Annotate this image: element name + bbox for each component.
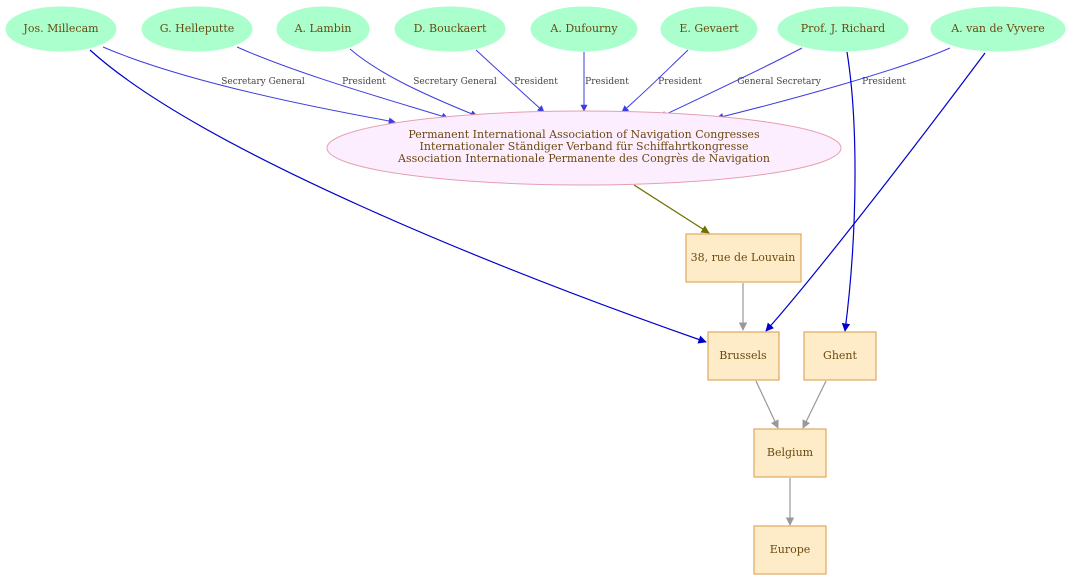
person-node-helleputte[interactable]: G. Helleputte [141, 6, 253, 52]
person-name: G. Helleputte [160, 22, 235, 35]
role-label-dufourny: President [585, 77, 629, 87]
role-edge-gevaert [621, 49, 689, 113]
person-node-bouckaert[interactable]: D. Bouckaert [394, 6, 506, 52]
person-node-gevaert[interactable]: E. Gevaert [660, 6, 758, 52]
role-edge-lambin [349, 48, 478, 117]
person-node-lambin[interactable]: A. Lambin [276, 6, 370, 52]
role-label-lambin: Secretary General [413, 77, 497, 87]
location-edge-ghent-belgium [802, 380, 827, 429]
place-name: Europe [770, 543, 811, 556]
person-nodes: Jos. Millecam G. Helleputte A. Lambin D.… [5, 6, 1066, 52]
person-name: Prof. J. Richard [801, 22, 885, 35]
role-label-bouckaert: President [514, 77, 558, 87]
location-edge-millecam-brussels [89, 49, 707, 344]
role-label-millecam: Secretary General [221, 77, 305, 87]
role-edge-helleputte [236, 46, 449, 120]
role-edge-vyvere [716, 47, 951, 120]
place-node-address[interactable]: 38, rue de Louvain [685, 233, 802, 283]
place-nodes: 38, rue de Louvain Brussels Ghent Belgiu… [685, 233, 877, 575]
person-name: Jos. Millecam [22, 22, 99, 35]
place-name: Ghent [823, 349, 857, 362]
location-edge-brussels-belgium [755, 380, 779, 429]
location-edge-organization-address [633, 184, 710, 234]
person-name: E. Gevaert [679, 22, 739, 35]
organization-name-english: Permanent International Association of N… [408, 128, 760, 141]
person-name: A. Dufourny [549, 22, 618, 35]
person-node-millecam[interactable]: Jos. Millecam [5, 6, 117, 52]
role-label-richard: General Secretary [737, 77, 821, 87]
person-name: A. van de Vyvere [950, 22, 1045, 35]
organization-name-german: Internationaler Ständiger Verband für Sc… [420, 140, 749, 153]
place-name: Brussels [719, 349, 767, 362]
role-edge-millecam [102, 46, 396, 125]
place-node-brussels[interactable]: Brussels [707, 331, 780, 381]
place-node-belgium[interactable]: Belgium [753, 428, 827, 478]
role-label-vyvere: President [862, 77, 906, 87]
person-name: A. Lambin [294, 22, 352, 35]
place-node-ghent[interactable]: Ghent [803, 331, 877, 381]
role-edge-richard [659, 47, 803, 118]
role-edge-bouckaert [475, 49, 545, 113]
person-node-dufourny[interactable]: A. Dufourny [530, 6, 638, 52]
place-name: Belgium [767, 446, 814, 459]
person-name: D. Bouckaert [414, 22, 487, 35]
role-edges [102, 46, 951, 125]
location-edge-vyvere-brussels [765, 52, 986, 332]
role-label-helleputte: President [342, 77, 386, 87]
organization-node[interactable]: Permanent International Association of N… [326, 110, 842, 186]
location-edge-richard-ghent [841, 51, 856, 332]
person-node-vyvere[interactable]: A. van de Vyvere [930, 6, 1066, 52]
organization-name-french: Association Internationale Permanente de… [397, 152, 770, 165]
person-node-richard[interactable]: Prof. J. Richard [777, 6, 909, 52]
place-name: 38, rue de Louvain [691, 251, 796, 264]
role-label-gevaert: President [658, 77, 702, 87]
role-edge-labels: Secretary General President Secretary Ge… [221, 77, 906, 87]
location-edges [89, 49, 986, 526]
place-node-europe[interactable]: Europe [753, 525, 827, 575]
